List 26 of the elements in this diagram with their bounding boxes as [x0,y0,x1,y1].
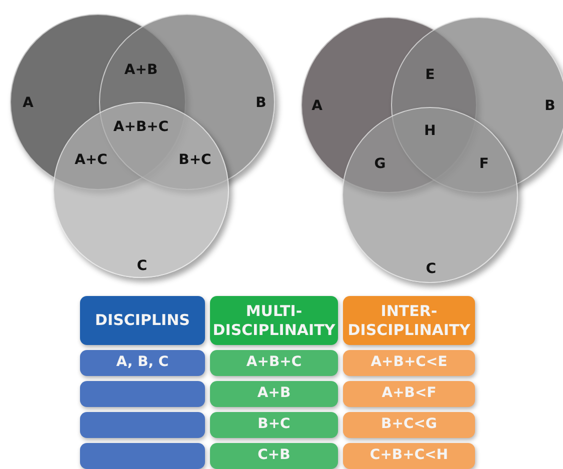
set-label: A [312,98,322,114]
region-label: A+B+C [113,119,169,135]
set-label: B [256,95,266,111]
column-header: INTER- DISCIPLINAITY [343,296,475,345]
region-label: F [479,156,489,172]
region-label: H [424,123,436,139]
set-label: A [22,95,34,111]
region-label: A+B [124,62,158,78]
table-cell: A+B<F [343,381,475,407]
table-cell: B+C [210,412,338,438]
table-cell: A, B, C [80,350,205,376]
column-header: DISCIPLINS [80,296,205,345]
table-cell: A+B [210,381,338,407]
table-cell: C+B [210,443,338,469]
set-label: C [136,258,148,274]
region-label: G [374,156,386,172]
table-cell: C+B+C<H [343,443,475,469]
set-label: C [426,261,436,277]
table-cell: B+C<G [343,412,475,438]
region-label: B+C [178,152,212,168]
region-label: E [425,67,435,83]
table-cell: A+B+C [210,350,338,376]
table-cell: A+B+C<E [343,350,475,376]
region-label: A+C [74,152,108,168]
column-header: MULTI- DISCIPLINAITY [210,296,338,345]
set-label: B [544,98,556,114]
